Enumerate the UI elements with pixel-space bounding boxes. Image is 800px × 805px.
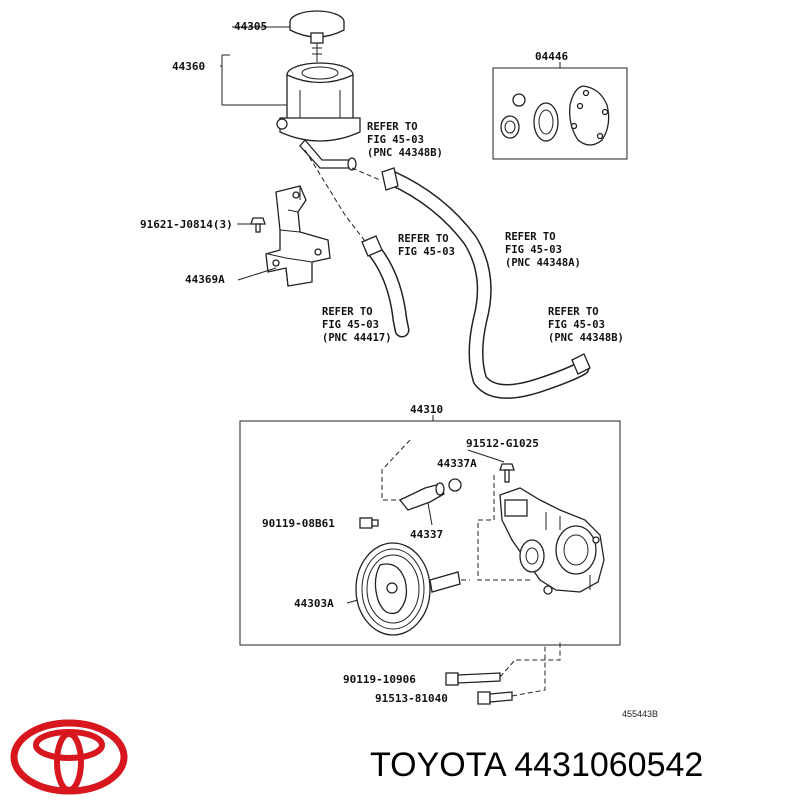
refer-block-5: REFER TO FIG 45-03 (PNC 44348B) bbox=[548, 306, 624, 344]
dash-inner-2 bbox=[477, 475, 530, 581]
bolt-91512 bbox=[499, 463, 515, 483]
toyota-logo bbox=[10, 719, 128, 795]
svg-text:FIG 45-03: FIG 45-03 bbox=[548, 319, 605, 331]
bolt-91513-81040 bbox=[477, 691, 513, 705]
svg-text:FIG 45-03: FIG 45-03 bbox=[505, 244, 562, 256]
bolt-90119-08B61 bbox=[359, 517, 379, 529]
svg-text:REFER TO: REFER TO bbox=[398, 233, 449, 245]
label-44310: 44310 bbox=[410, 403, 443, 416]
bracket-44369A bbox=[265, 185, 331, 287]
label-44305: 44305 bbox=[234, 20, 267, 33]
label-44303A: 44303A bbox=[294, 597, 334, 610]
clamps bbox=[361, 167, 591, 375]
dash-bolt-upper bbox=[499, 640, 561, 678]
leader-91512 bbox=[467, 449, 505, 463]
label-91512: 91512-G1025 bbox=[466, 437, 539, 450]
label-90119b: 90119-10906 bbox=[343, 673, 416, 686]
svg-text:REFER TO: REFER TO bbox=[548, 306, 599, 318]
svg-text:(PNC 44417): (PNC 44417) bbox=[322, 332, 392, 344]
pump-body-44310 bbox=[499, 487, 605, 595]
reservoir-44360 bbox=[276, 62, 361, 171]
hose-short bbox=[364, 240, 410, 338]
bolt-90119-10906 bbox=[445, 672, 501, 686]
union-44337 bbox=[398, 482, 445, 511]
dash-reservoir-right bbox=[351, 167, 381, 181]
label-91621: 91621-J0814(3) bbox=[140, 218, 233, 231]
svg-text:(PNC 44348B): (PNC 44348B) bbox=[367, 147, 443, 159]
dash-inner-1 bbox=[381, 439, 411, 501]
seal-kit-04446 bbox=[492, 62, 628, 160]
label-90119a: 90119-08B61 bbox=[262, 517, 335, 530]
reservoir-cap-44305 bbox=[289, 10, 345, 62]
svg-text:REFER TO: REFER TO bbox=[322, 306, 373, 318]
refer-block-4: REFER TO FIG 45-03 (PNC 44417) bbox=[322, 306, 392, 344]
svg-text:REFER TO: REFER TO bbox=[367, 121, 418, 133]
brand-part-number: TOYOTA 4431060542 bbox=[370, 746, 703, 784]
refer-block-3: REFER TO FIG 45-03 (PNC 44348A) bbox=[505, 231, 581, 269]
svg-text:(PNC 44348B): (PNC 44348B) bbox=[548, 332, 624, 344]
svg-text:FIG 45-03: FIG 45-03 bbox=[367, 134, 424, 146]
label-44360: 44360 bbox=[172, 60, 205, 73]
o-ring-44337A bbox=[448, 478, 462, 492]
refer-block-1: REFER TO FIG 45-03 (PNC 44348B) bbox=[367, 121, 443, 159]
label-44369A: 44369A bbox=[185, 273, 225, 286]
label-04446: 04446 bbox=[535, 50, 568, 63]
bolt-91621 bbox=[250, 217, 266, 233]
dash-bolt-lower bbox=[511, 645, 546, 697]
svg-text:(PNC 44348A): (PNC 44348A) bbox=[505, 257, 581, 269]
leader-44369A bbox=[237, 267, 277, 281]
hose-main bbox=[384, 170, 590, 399]
svg-text:REFER TO: REFER TO bbox=[505, 231, 556, 243]
diagram-code: 455443B bbox=[622, 709, 658, 719]
svg-text:FIG 45-03: FIG 45-03 bbox=[322, 319, 379, 331]
pulley-44303A bbox=[355, 542, 461, 636]
leader-44337 bbox=[427, 502, 433, 526]
dash-reservoir-left bbox=[304, 149, 369, 246]
leader-44303A bbox=[346, 599, 359, 604]
label-44337: 44337 bbox=[410, 528, 443, 541]
label-91513: 91513-81040 bbox=[375, 692, 448, 705]
leader-44360 bbox=[221, 54, 287, 106]
label-44337A: 44337A bbox=[437, 457, 477, 470]
pump-assembly-box bbox=[239, 420, 621, 646]
refer-block-2: REFER TO FIG 45-03 bbox=[398, 233, 455, 258]
svg-text:FIG 45-03: FIG 45-03 bbox=[398, 246, 455, 258]
